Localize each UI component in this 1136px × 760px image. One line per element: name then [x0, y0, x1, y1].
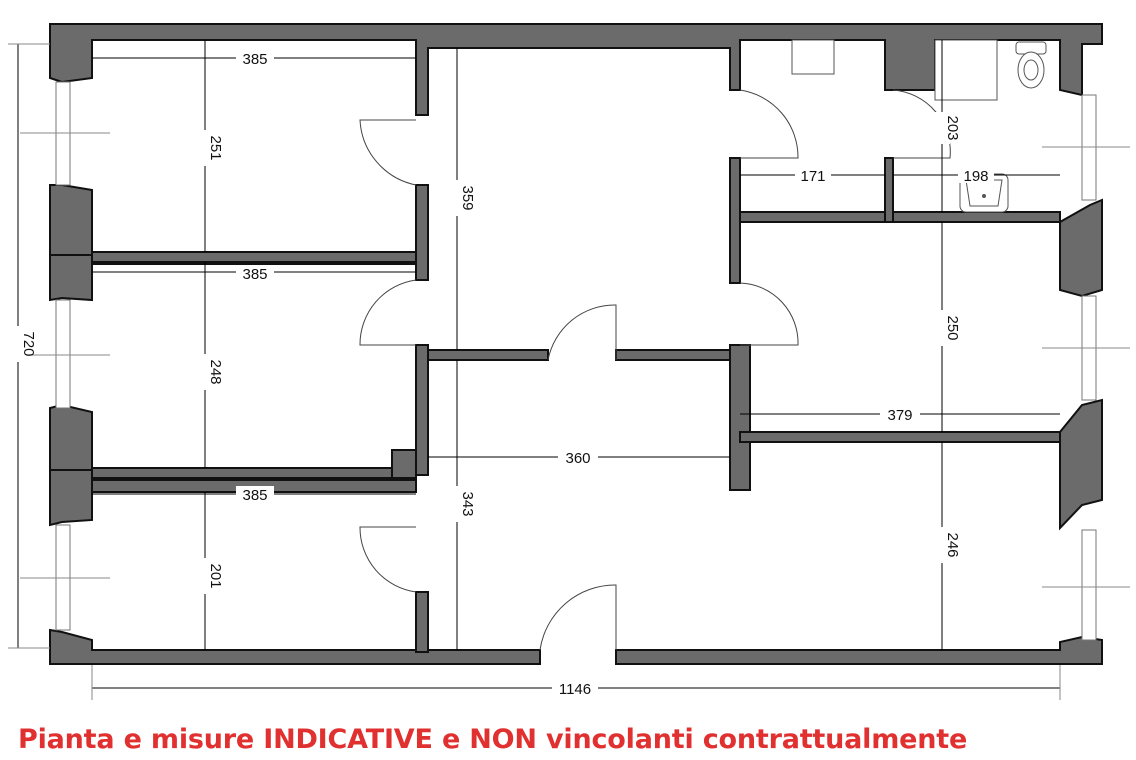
- floor-plan: 385 251 385 248 385 201 359 360 343 171 …: [8, 23, 1130, 700]
- bath-1-width: 171: [800, 168, 825, 185]
- room-4-width: 379: [887, 407, 912, 424]
- overall-width: 1146: [559, 681, 591, 698]
- doors: [359, 89, 951, 651]
- sink-icon: [959, 173, 1009, 213]
- windows: [20, 81, 1130, 641]
- room-5-depth: 246: [944, 532, 961, 557]
- overall-height: 720: [20, 331, 37, 356]
- exterior-walls: [49, 23, 1103, 665]
- hall-upper-depth: 359: [459, 185, 476, 210]
- room-3-depth: 201: [207, 563, 224, 588]
- bath-2-depth: 203: [944, 115, 961, 140]
- toilet-icon: [1015, 41, 1047, 89]
- room-3-width: 385: [242, 487, 267, 504]
- room-1-width: 385: [242, 51, 267, 68]
- room-2-width: 385: [242, 266, 267, 283]
- dimension-lines: [8, 40, 1061, 700]
- interior-walls: [91, 157, 1061, 653]
- room-4-depth: 250: [944, 315, 961, 340]
- dimension-labels: 385 251 385 248 385 201 359 360 343 171 …: [10, 50, 994, 698]
- disclaimer-text: Pianta e misure INDICATIVE e NON vincola…: [18, 724, 968, 755]
- room-1-depth: 251: [207, 135, 224, 160]
- hall-lower-width: 360: [565, 450, 590, 467]
- hall-lower-depth: 343: [459, 491, 476, 516]
- shower-tray-icon: [934, 39, 998, 101]
- fixtures: [791, 39, 1047, 213]
- shower-icon: [791, 39, 835, 75]
- room-2-depth: 248: [207, 359, 224, 384]
- bath-2-width: 198: [963, 168, 988, 185]
